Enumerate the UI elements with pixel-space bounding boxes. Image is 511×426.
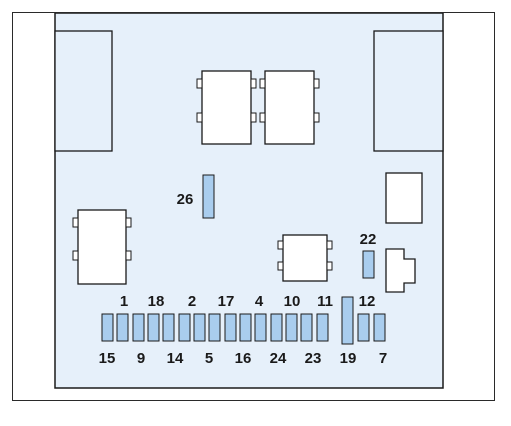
right-connector <box>385 248 416 293</box>
relay-top-left <box>196 70 257 145</box>
fuse <box>116 313 129 342</box>
fuse <box>254 313 267 342</box>
fuse <box>147 313 160 342</box>
fuse <box>300 313 313 342</box>
label-bottom-24: 24 <box>270 350 287 367</box>
relay-center <box>277 234 333 282</box>
fuse <box>316 313 329 342</box>
label-top-10: 10 <box>284 293 301 310</box>
right-housing <box>373 30 444 152</box>
label-top-4: 4 <box>255 293 264 310</box>
label-fuse-26: 26 <box>177 191 194 208</box>
fuse <box>162 313 175 342</box>
label-top-11: 11 <box>317 293 333 310</box>
fuse <box>270 313 283 342</box>
fuse <box>285 313 298 342</box>
relay-left <box>72 209 132 285</box>
relay-top-right <box>259 70 320 145</box>
diagram-frame: 26 22 1 18 2 17 <box>12 12 495 401</box>
label-top-18: 18 <box>148 293 165 310</box>
fuse <box>178 313 191 342</box>
fuse-box-diagram: 26 22 1 18 2 17 <box>54 13 444 389</box>
fuse <box>101 313 114 342</box>
fuse <box>208 313 221 342</box>
right-block <box>385 172 423 224</box>
fuse-26 <box>202 174 215 219</box>
fuse <box>193 313 206 342</box>
label-fuse-22: 22 <box>360 231 377 248</box>
label-bottom-23: 23 <box>305 350 322 367</box>
label-bottom-9: 9 <box>137 350 145 367</box>
label-top-1: 1 <box>120 293 128 310</box>
fuse <box>357 313 370 342</box>
label-top-12: 12 <box>359 293 376 310</box>
label-bottom-19: 19 <box>340 350 357 367</box>
label-bottom-7: 7 <box>379 350 387 367</box>
fuse-22 <box>362 250 375 279</box>
label-bottom-5: 5 <box>205 350 213 367</box>
fuse <box>224 313 237 342</box>
left-housing <box>54 30 113 152</box>
label-bottom-15: 15 <box>99 350 116 367</box>
label-bottom-16: 16 <box>235 350 252 367</box>
fuse <box>239 313 252 342</box>
label-top-17: 17 <box>218 293 235 310</box>
fuse-box-panel <box>54 13 444 389</box>
fuse <box>373 313 386 342</box>
label-bottom-14: 14 <box>167 350 184 367</box>
fuse-row <box>101 313 386 342</box>
fuse-19 <box>341 296 354 345</box>
label-top-2: 2 <box>188 293 196 310</box>
fuse <box>132 313 145 342</box>
